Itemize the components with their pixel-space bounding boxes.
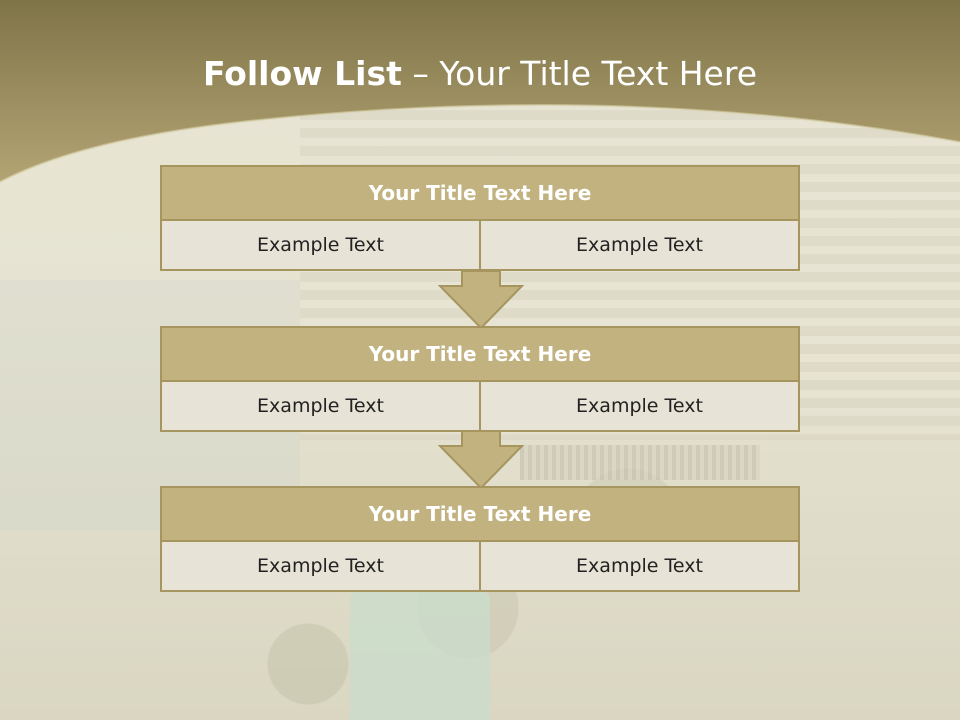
step-cell-right: Example Text (481, 382, 800, 432)
step-row: Example Text Example Text (160, 382, 800, 432)
slide-title-rest: – Your Title Text Here (412, 54, 758, 93)
slide-title-strong: Follow List (202, 54, 402, 93)
step-cell-left: Example Text (160, 382, 481, 432)
step-title: Your Title Text Here (160, 326, 800, 382)
down-arrow-icon (438, 430, 524, 490)
down-arrow-icon (438, 270, 524, 330)
step-cell-left: Example Text (160, 542, 481, 592)
follow-step-1: Your Title Text Here Example Text Exampl… (160, 165, 800, 271)
follow-step-3: Your Title Text Here Example Text Exampl… (160, 486, 800, 592)
swimming-pool (350, 590, 490, 720)
step-cell-right: Example Text (481, 542, 800, 592)
step-row: Example Text Example Text (160, 221, 800, 271)
step-title: Your Title Text Here (160, 486, 800, 542)
header-band (0, 0, 960, 183)
slide-title: Follow List – Your Title Text Here (0, 54, 960, 93)
step-cell-right: Example Text (481, 221, 800, 271)
step-title: Your Title Text Here (160, 165, 800, 221)
pergola-roof (520, 445, 760, 480)
step-row: Example Text Example Text (160, 542, 800, 592)
step-cell-left: Example Text (160, 221, 481, 271)
follow-step-2: Your Title Text Here Example Text Exampl… (160, 326, 800, 432)
